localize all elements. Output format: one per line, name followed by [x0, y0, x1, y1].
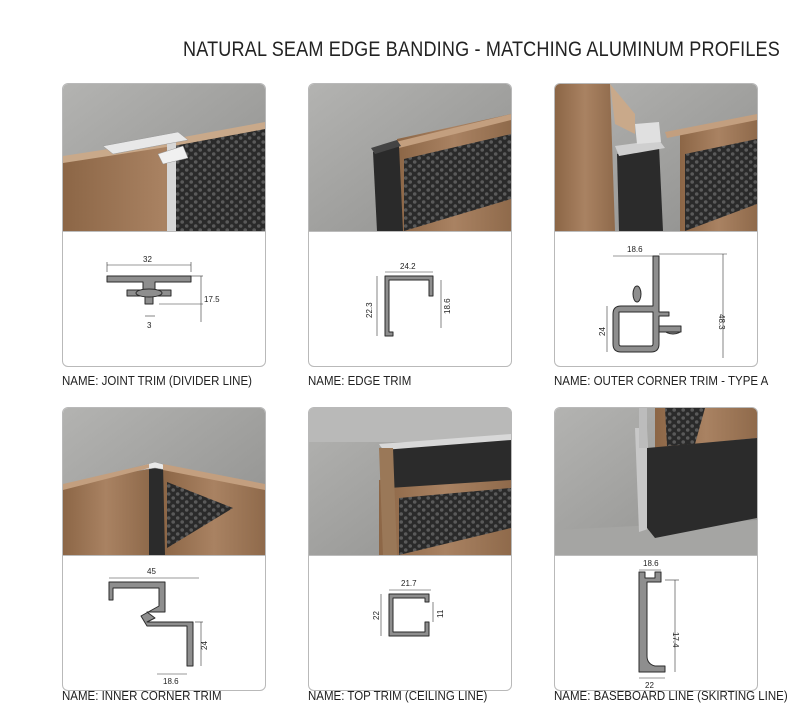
profile-name: NAME: INNER CORNER TRIM: [62, 689, 222, 703]
dimension-label: 24: [200, 641, 209, 650]
profile-card-baseboard-line: 18.6 17.4 22: [554, 407, 758, 691]
profile-name: NAME: JOINT TRIM (DIVIDER LINE): [62, 374, 252, 388]
profile-card-edge-trim: 24.2 22.3 18.6: [308, 83, 512, 367]
technical-drawing-top-trim: 21.7 22 11: [309, 555, 511, 690]
profile-card-outer-corner-trim: 18.6 48.3 24: [554, 83, 758, 367]
dimension-label: 48.3: [717, 314, 726, 330]
technical-drawing-joint-trim: 32 17.5 3: [63, 231, 265, 366]
product-photo-outer-corner-trim: [555, 84, 757, 231]
profile-card-joint-trim: 32 17.5 3: [62, 83, 266, 367]
technical-drawing-inner-corner-trim: 45 24 18.6: [63, 555, 265, 690]
dimension-label: 18.6: [627, 245, 643, 254]
dimension-label: 45: [147, 567, 156, 576]
page-title: NATURAL SEAM EDGE BANDING - MATCHING ALU…: [183, 38, 780, 61]
profile-card-top-trim: 21.7 22 11: [308, 407, 512, 691]
profile-name: NAME: TOP TRIM (CEILING LINE): [308, 689, 488, 703]
technical-drawing-outer-corner-trim: 18.6 48.3 24: [555, 231, 757, 366]
dimension-label: 22: [372, 611, 381, 620]
product-photo-baseboard-line: [555, 408, 757, 555]
product-photo-joint-trim: [63, 84, 265, 231]
dimension-label: 3: [147, 321, 152, 330]
dimension-label: 18.6: [163, 677, 179, 686]
dimension-label: 22: [645, 681, 654, 690]
technical-drawing-edge-trim: 24.2 22.3 18.6: [309, 231, 511, 366]
dimension-label: 11: [436, 609, 445, 618]
profile-card-inner-corner-trim: 45 24 18.6: [62, 407, 266, 691]
product-photo-edge-trim: [309, 84, 511, 231]
dimension-label: 32: [143, 255, 152, 264]
dimension-label: 17.5: [204, 295, 220, 304]
product-photo-top-trim: [309, 408, 511, 555]
dimension-label: 21.7: [401, 579, 417, 588]
dimension-label: 18.6: [643, 559, 659, 568]
profile-name: NAME: BASEBOARD LINE (SKIRTING LINE): [554, 689, 788, 703]
dimension-label: 17.4: [671, 632, 680, 648]
profile-name: NAME: OUTER CORNER TRIM - TYPE A: [554, 374, 769, 388]
dimension-label: 22.3: [365, 302, 374, 318]
dimension-label: 18.6: [443, 298, 452, 314]
dimension-label: 24.2: [400, 262, 416, 271]
product-photo-inner-corner-trim: [63, 408, 265, 555]
dimension-label: 24: [598, 327, 607, 336]
profile-name: NAME: EDGE TRIM: [308, 374, 412, 388]
technical-drawing-baseboard-line: 18.6 17.4 22: [555, 555, 757, 690]
